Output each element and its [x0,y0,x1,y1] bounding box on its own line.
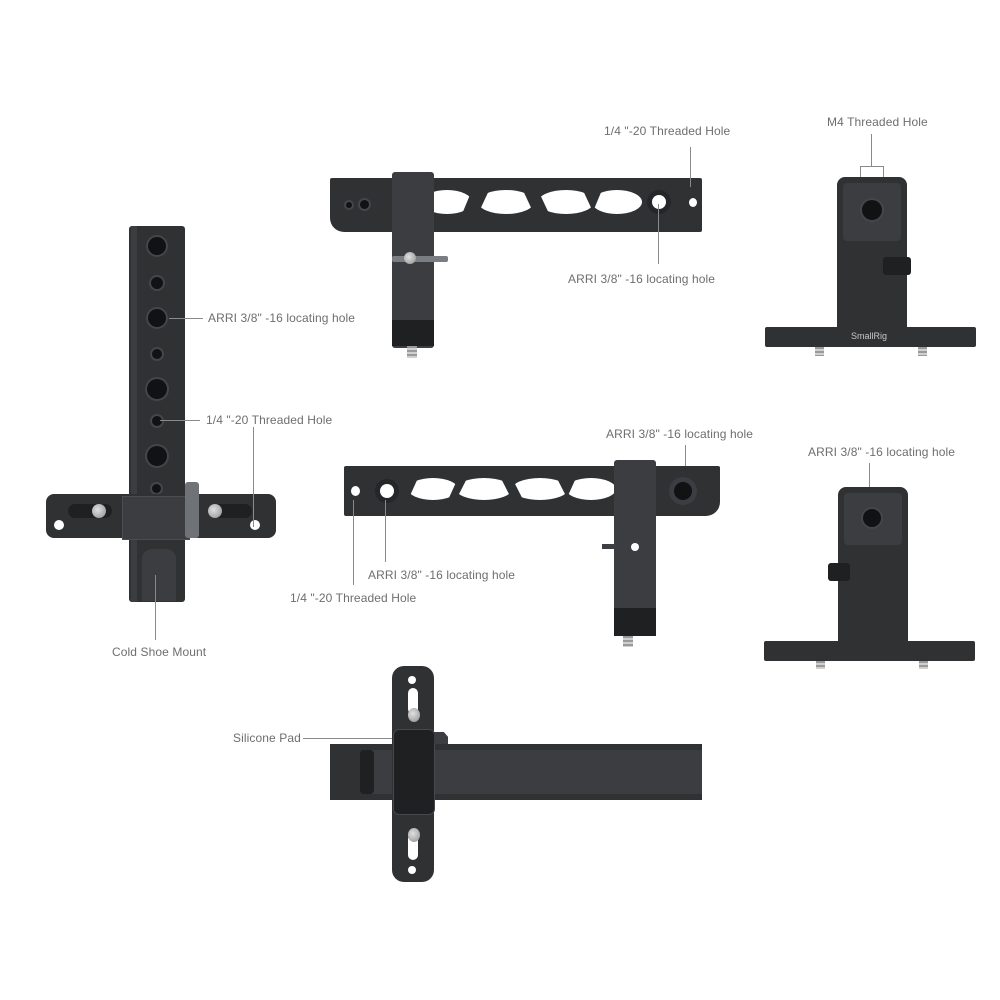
leader-line [353,500,354,585]
label-arri-hole-right: ARRI 3/8" -16 locating hole [606,427,754,441]
leader-line [160,420,200,421]
clamp-block [122,496,190,540]
clamp-lever [185,482,199,538]
end-cap [360,750,374,794]
leader-line [155,575,156,640]
mid-side-view [764,487,976,669]
small-hole [360,200,369,209]
lever-knob [404,252,416,264]
arri-hole [652,195,666,209]
threaded-hole [689,198,697,207]
base-screw-left [815,347,824,356]
top-handle-view [330,170,705,360]
leader-line [871,134,872,166]
crossbar-hole-right [250,520,260,530]
crossbar-hole-left [54,520,64,530]
arri-hole-1 [148,237,166,255]
small-hole [346,202,352,208]
base-screw-right [919,661,928,669]
threaded-hole [152,416,162,426]
small-hole [152,484,161,493]
leader-line [385,500,386,562]
arri-hole [380,484,394,498]
cutout [456,478,512,500]
bolt-right [208,504,222,518]
clamp-foot [614,608,656,636]
side-tab [602,544,616,549]
bolt-left [92,504,106,518]
arri-hole [863,509,881,527]
threaded-hole [351,486,360,496]
label-arri-hole: ARRI 3/8" -16 locating hole [808,445,956,459]
cutout [408,478,458,500]
vertical-bar-edge [131,226,137,602]
cold-shoe [142,549,176,601]
label-cold-shoe-mount: Cold Shoe Mount [112,645,207,659]
bolt-top [408,708,420,722]
clamp-hole [631,543,639,551]
arri-hole-2 [148,309,166,327]
arri-hole-3 [147,379,167,399]
leader-line [690,147,691,187]
slot-top [408,688,418,714]
base-plate [764,641,975,661]
m4-hole [862,200,882,220]
label-arri-hole: ARRI 3/8" -16 locating hole [568,272,716,286]
clamp-tab [434,732,448,744]
cutout [566,478,616,500]
silicone-pad [394,730,434,814]
small-hole [152,349,162,359]
base-screw-left [816,661,825,669]
leader-line [253,427,254,527]
vertical-bar-view [46,224,276,604]
bottom-view [330,664,706,884]
top-side-view: SmallRig [765,175,977,357]
bolt-bottom [408,828,420,842]
leader-line [685,445,686,485]
leader-line [860,166,884,167]
plate-hole-bottom [408,866,416,874]
clamp-foot [392,320,434,346]
leader-line [658,204,659,264]
base-screw-right [918,347,927,356]
side-knob [828,563,850,581]
label-threaded-hole: 1/4 "-20 Threaded Hole [206,413,333,427]
lever [392,256,448,262]
base-plate [765,327,976,347]
mount-screw [407,346,417,358]
plate-hole-top [408,676,416,684]
arri-hole-4 [147,446,167,466]
slot-bottom [408,834,418,860]
label-arri-hole-left: ARRI 3/8" -16 locating hole [368,568,516,582]
cutout [512,478,568,500]
leader-line [303,738,403,739]
mid-handle-view [344,458,724,648]
label-arri-hole: ARRI 3/8" -16 locating hole [208,311,356,325]
label-threaded-hole: 1/4 "-20 Threaded Hole [604,124,731,138]
side-knob [883,257,911,275]
arri-hole-dark [674,482,692,500]
brand-logo: SmallRig [851,331,888,341]
label-silicone-pad: Silicone Pad [233,731,301,745]
label-m4-threaded-hole: M4 Threaded Hole [827,115,928,129]
leader-line [169,318,203,319]
mount-screw [623,636,633,647]
small-hole [151,277,163,289]
label-threaded-hole: 1/4 "-20 Threaded Hole [290,591,417,605]
